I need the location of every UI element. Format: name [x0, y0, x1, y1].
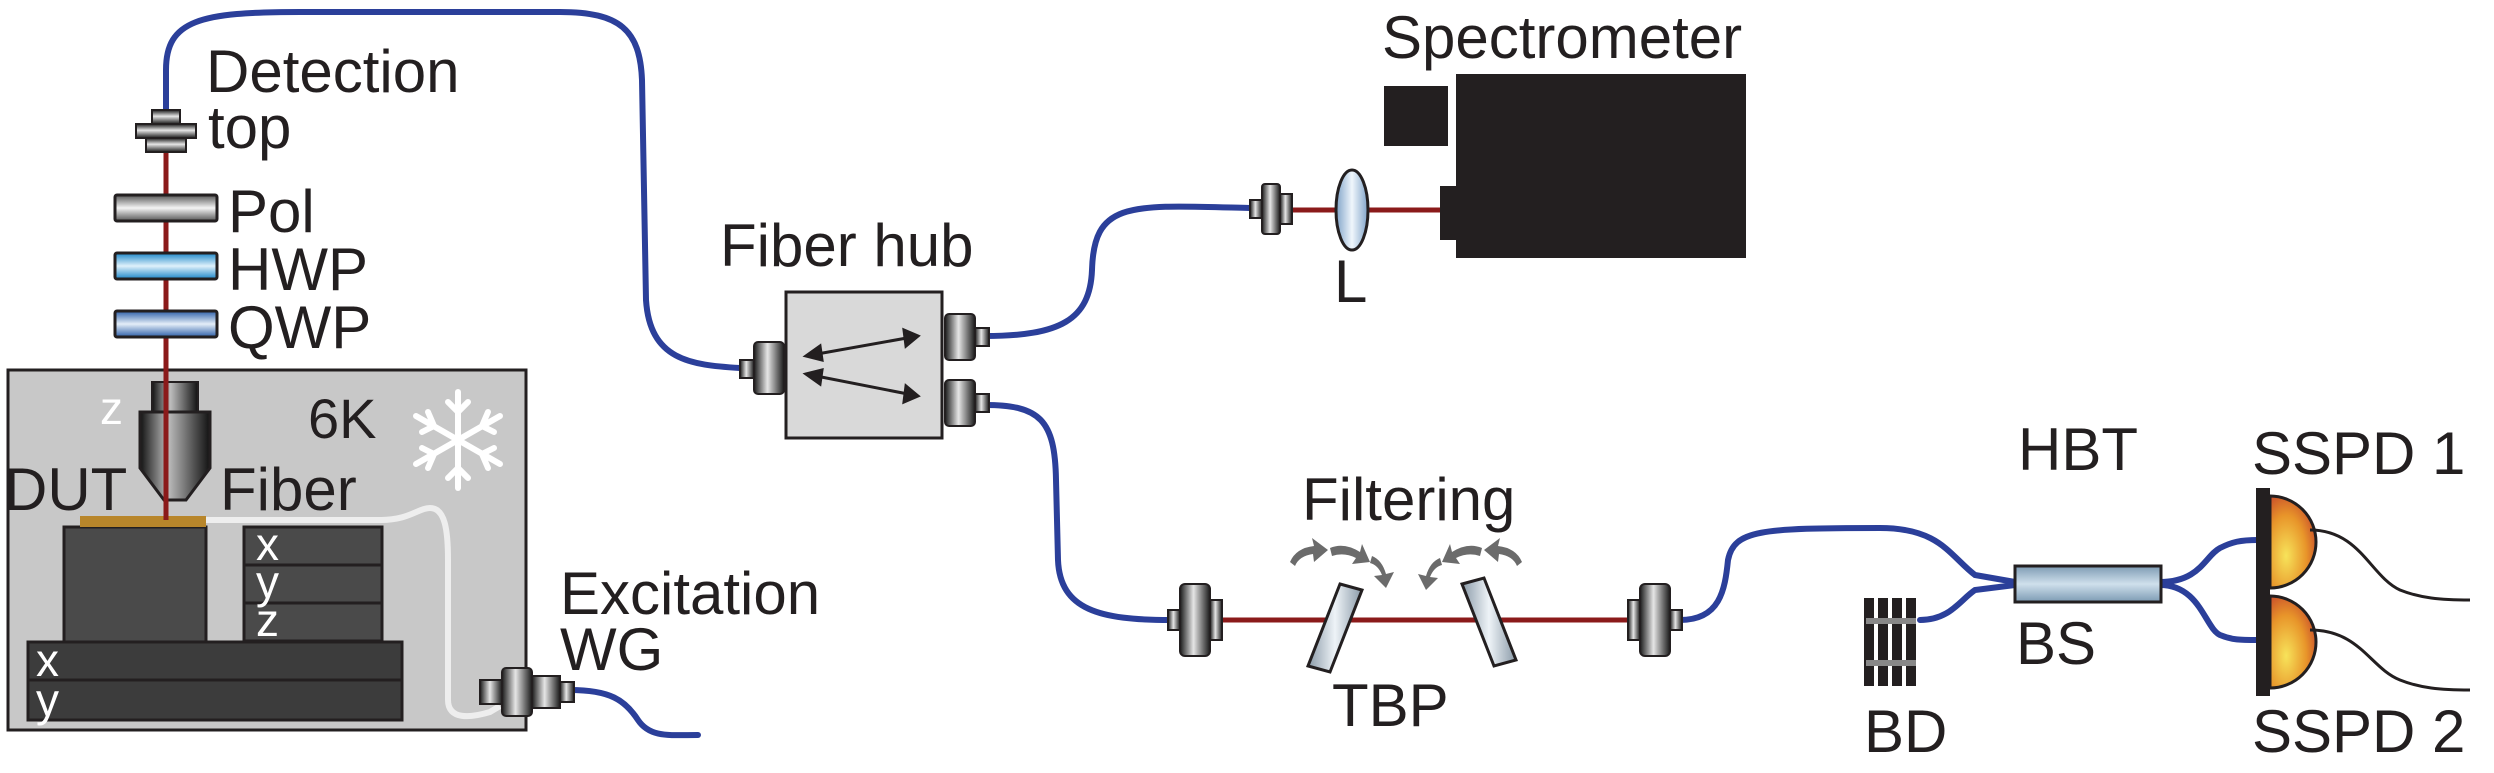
spectrometer [1334, 74, 1746, 258]
label-stage-y2: y [36, 674, 59, 726]
label-detection: Detection [206, 38, 459, 105]
stage-x-upper [242, 525, 384, 567]
sspd-1 [2256, 488, 2471, 602]
sspd-2 [2256, 588, 2471, 696]
label-lens: L [1334, 248, 1367, 315]
label-sspd1: SSPD 1 [2252, 420, 2465, 487]
label-temperature: 6K [308, 387, 377, 450]
coupler-detection-top [135, 109, 197, 153]
label-hwp: HWP [228, 236, 368, 303]
couplers [135, 109, 1683, 717]
label-spectrometer: Spectrometer [1382, 4, 1742, 71]
tbp-filter-1 [1305, 582, 1365, 674]
coupler-excitation [479, 667, 575, 717]
label-filtering: Filtering [1302, 466, 1515, 533]
label-bd: BD [1864, 698, 1947, 765]
fiber-hub-to-filtering [982, 402, 1173, 623]
label-pol: Pol [228, 178, 315, 245]
label-sspd2: SSPD 2 [2252, 698, 2465, 765]
snowflake-icon [413, 389, 503, 491]
fiber-excitation [567, 687, 701, 739]
label-bs: BS [2016, 610, 2096, 677]
coupler-hub-output-2 [944, 379, 990, 427]
lens [1334, 168, 1370, 252]
objective-lens [138, 410, 212, 502]
label-z-axis: z [100, 382, 123, 434]
half-wave-plate [113, 251, 219, 281]
detection-optics [113, 193, 219, 339]
coupler-filter-out [1627, 583, 1683, 657]
fiber-hub-to-spectrometer [982, 203, 1253, 339]
beam-dump [1864, 598, 1916, 686]
label-dut: DUT [4, 456, 127, 523]
rotation-arrows [1290, 538, 1522, 590]
label-qwp: QWP [228, 294, 371, 361]
stage-x-lower [26, 640, 404, 682]
sspd-1-cable [2309, 528, 2471, 602]
label-excitation: Excitation [560, 560, 820, 627]
label-hbt: HBT [2018, 416, 2138, 483]
fiber-filtering-to-hbt [1677, 524, 2018, 623]
fiber-hub [784, 290, 944, 440]
quarter-wave-plate [113, 309, 219, 339]
label-stage-y1: y [256, 556, 279, 608]
tbp-filter-2 [1459, 576, 1519, 668]
label-stage-x1: x [256, 518, 279, 570]
label-stage-z1: z [256, 594, 279, 646]
cryostat-fiber [206, 504, 502, 720]
fiber-bd-to-hbt [1917, 582, 2018, 623]
fiber-detection-to-hub [163, 9, 743, 371]
fiber-bs-to-sspd2 [2157, 582, 2261, 643]
stage-y-lower [26, 678, 404, 722]
label-fiber-hub: Fiber hub [720, 212, 973, 279]
coupler-hub-input [739, 341, 785, 395]
fiber-beamsplitter [2013, 564, 2163, 604]
spectrometer-slit [1440, 186, 1462, 240]
dut-mount [62, 525, 208, 647]
coupler-filter-in [1167, 583, 1223, 657]
label-top: top [208, 94, 291, 161]
coupler-hub-output-1 [944, 313, 990, 361]
label-tbp: TBP [1332, 672, 1449, 739]
dut-chip [80, 516, 206, 527]
label-wg: WG [560, 616, 663, 683]
coupler-spectrometer [1249, 183, 1293, 235]
spectrometer-body [1456, 74, 1746, 258]
label-fiber: Fiber [220, 456, 357, 523]
fibers [163, 9, 2261, 739]
fiber-hub-box [784, 290, 944, 440]
spectrometer-camera [1384, 86, 1448, 146]
sspd-2-cable [2309, 628, 2471, 692]
tunable-bandpass-filters [1290, 538, 1522, 674]
polarizer [113, 193, 219, 223]
fiber-bs-to-sspd1 [2157, 537, 2261, 585]
cryostat [6, 368, 528, 732]
label-stage-x2: x [36, 634, 59, 686]
objective-top [151, 381, 199, 413]
